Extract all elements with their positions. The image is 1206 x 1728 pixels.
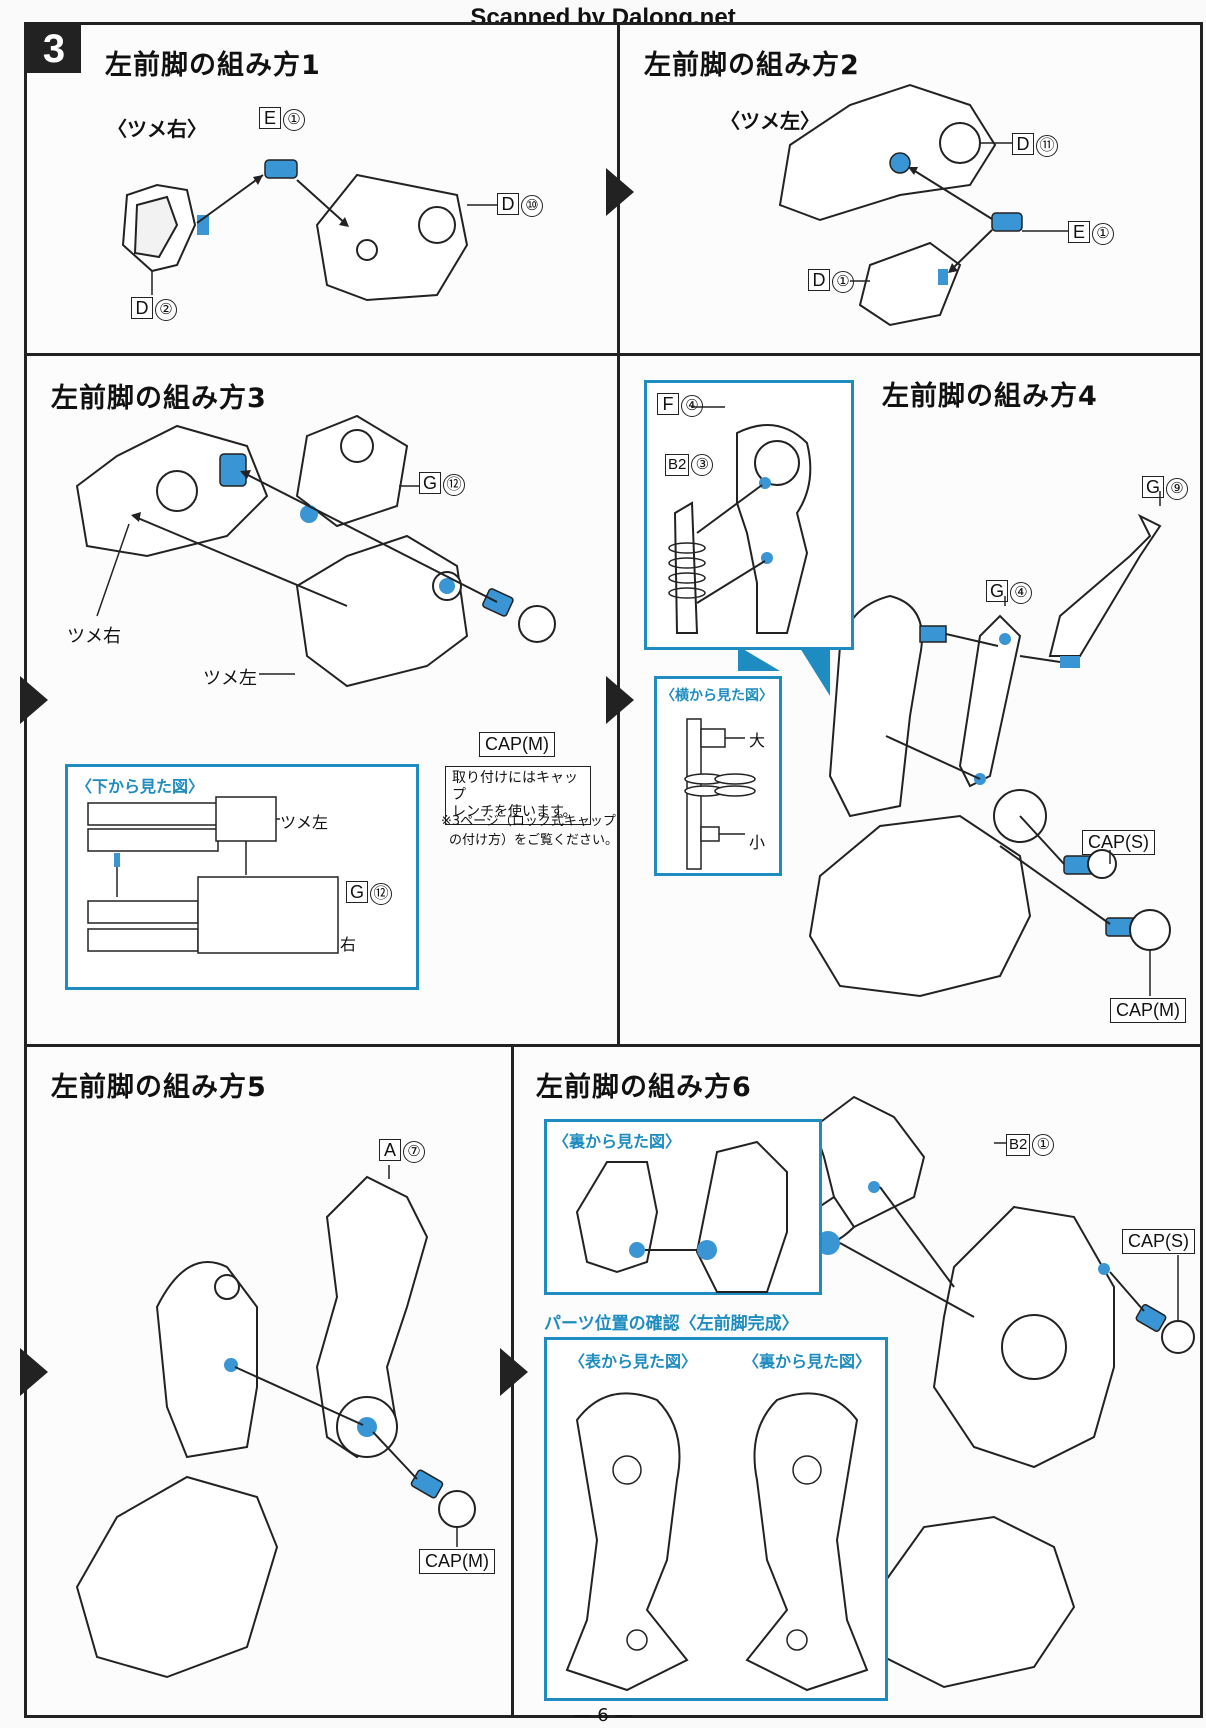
bottom-view-inset: 〈下から見た図〉 ツメ左 G⑫ ツメ右 (65, 764, 419, 990)
side-view-diagram (684, 718, 756, 870)
claw-left-subtitle: 〈ツメ左〉 (720, 109, 820, 133)
claw-left-illustration (778, 83, 1068, 327)
cap-s-label: CAP(S) (1122, 1229, 1196, 1254)
completed-leg-diagram (565, 1392, 869, 1692)
claw-right-label: ツメ右 (67, 626, 121, 647)
cap-m-label: CAP(M) (479, 732, 555, 757)
leg-assembly-illustration (750, 1095, 1195, 1689)
leg-assembly-illustration (738, 491, 1171, 998)
small-label: 小 (749, 833, 766, 852)
step-arrow-2-3 (20, 676, 48, 724)
large-label: 大 (749, 731, 766, 750)
claw-right-illustration (121, 159, 497, 302)
step-arrow-3-4 (606, 676, 634, 724)
panel-title: 左前脚の組み方1 (105, 50, 321, 81)
claw-left-label: ツメ左 (280, 813, 329, 832)
step-number-badge: 3 (27, 25, 81, 73)
completed-leg-inset: 〈表から見た図〉 〈裏から見た図〉 (544, 1337, 888, 1701)
inset-title: 〈下から見た図〉 (76, 777, 205, 796)
cap-m-label: CAP(M) (419, 1549, 495, 1574)
cap-wrench-note: 取り付けにはキャップ レンチを使います。 (445, 766, 591, 825)
back-view-diagram (575, 1140, 788, 1293)
panel-title: 左前脚の組み方2 (644, 50, 860, 81)
back-view-title: 〈裏から見た図〉 (743, 1352, 872, 1371)
bottom-view-diagram (87, 796, 339, 954)
panel-title: 左前脚の組み方4 (882, 381, 1098, 412)
step-arrow-4-5 (20, 1348, 48, 1396)
leg-assembly-illustration (75, 414, 556, 688)
claw-right-subtitle: 〈ツメ右〉 (107, 117, 207, 141)
page-number: — 6 — (573, 1705, 633, 1726)
parts-position-check-title: パーツ位置の確認〈左前脚完成〉 (544, 1314, 799, 1334)
back-view-inset: 〈裏から見た図〉 (544, 1119, 822, 1295)
cylinder-detail-diagram (668, 406, 812, 634)
side-view-inset: 〈横から見た図〉 大 小 (654, 676, 782, 876)
cap-m-label: CAP(M) (1110, 998, 1186, 1023)
lock-cap-reference-note: ※3ページ（ロック式キャップ の付け方）をご覧ください。 (441, 814, 619, 848)
inset-title: 〈裏から見た図〉 (553, 1132, 682, 1151)
claw-left-label: ツメ左 (203, 668, 257, 689)
leg-assembly-illustration (75, 1165, 476, 1679)
front-view-title: 〈表から見た図〉 (569, 1352, 698, 1371)
panel-title: 左前脚の組み方5 (51, 1072, 267, 1103)
inset-title: 〈横から見た図〉 (661, 688, 773, 704)
panel-title: 左前脚の組み方3 (51, 383, 267, 414)
step-arrow-1-2 (606, 168, 634, 216)
panel-title: 左前脚の組み方6 (536, 1072, 752, 1103)
cap-s-label: CAP(S) (1082, 830, 1156, 855)
step-arrow-5-6 (500, 1348, 528, 1396)
